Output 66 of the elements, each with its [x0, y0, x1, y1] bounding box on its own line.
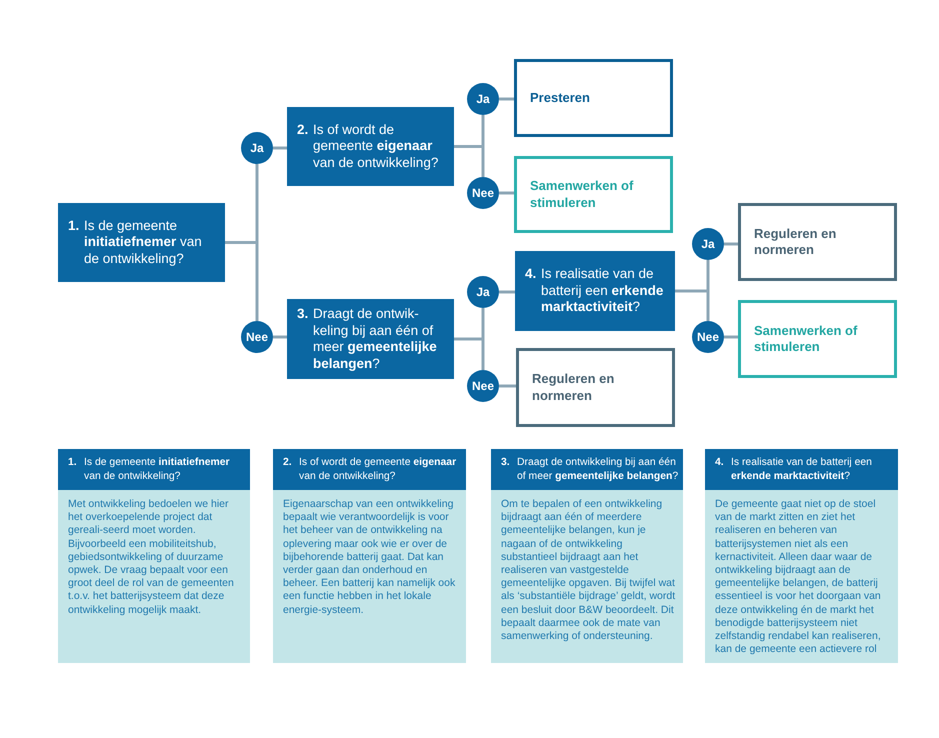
- outcome-text: Presteren: [530, 90, 590, 106]
- connector-line: [499, 192, 514, 194]
- connector-line: [724, 336, 738, 338]
- answer-circle: [467, 177, 499, 209]
- connector-line: [454, 338, 484, 370]
- connector-line: [499, 384, 516, 388]
- answer-circle: [467, 370, 499, 402]
- answer-label: Ja: [250, 141, 264, 155]
- outcome-box: [738, 203, 897, 281]
- answer-label: Ja: [701, 237, 715, 251]
- info-card: [491, 449, 683, 663]
- answer-circle: [467, 276, 499, 308]
- step-number: 2.: [297, 122, 310, 138]
- card-heading: Is de gemeente initiatiefnemer van de ontwikkeling?: [84, 456, 231, 483]
- card-text: Met ontwikkeling bedoelen we hier het overkoepelende project dat gereali-seerd moet worden. Bijvoorbeeld een mobiliteitshub, gebiedsontwikkeling of duurzame opwek. De vraag bepaalt voor een groot deel de rol van de gemeenten t.o.v. het batterijsysteem dat deze ontwikkeling mogelijk maakt.: [67, 497, 235, 618]
- card-text: Eigenaarschap van een ontwikkeling bepaalt wie verantwoordelijk is voor het beheer van de ontwikkeling na oplevering maar ook wie er over de bijbehorende batterij gaat. Dat kan verder gaan dan onderhoud en beheer. Een batterij kan namelijk ook een functie hebben in het lokale energie-systeem.: [282, 497, 456, 618]
- connector-line: [454, 145, 484, 177]
- question-text: Is of wordt de gemeente eigenaar van de ontwikkeling?: [313, 122, 440, 172]
- question-box: [58, 203, 225, 282]
- question-box: [287, 107, 454, 186]
- answer-circle: [692, 321, 724, 353]
- answer-circle: [241, 132, 273, 164]
- answer-label: Ja: [476, 92, 490, 106]
- outcome-text: Samenwerken of stimuleren: [530, 178, 634, 211]
- connector-line: [499, 290, 515, 294]
- question-text: Is realisatie van de batterij een erkende marktactiviteit?: [541, 266, 664, 316]
- step-number: 2.: [283, 456, 293, 470]
- outcome-text: Reguleren en normeren: [754, 226, 838, 258]
- step-number: 4.: [525, 266, 538, 283]
- card-heading: Draagt de ontwikkeling bij aan één of meer gemeentelijke belangen?: [517, 456, 680, 483]
- question-box: [515, 251, 675, 331]
- outcome-box: [514, 156, 673, 233]
- outcome-text: Reguleren en normeren: [532, 371, 616, 404]
- connector-line: [499, 98, 514, 100]
- card-text: Om te bepalen of een ontwikkeling bijdraagt aan één of meerdere gemeentelijke belangen, kun je nagaan of de ontwikkeling substantieel bijdraagt aan het realiseren van vastgestelde gemeentelijke opgaven. Bij twijfel wat als ‘substantiële bijdrage’ geldt, wordt een besluit door B&W beoordeelt. Dit bepaalt daarmee ook de mate van samenwerking of ondersteuning.: [500, 497, 676, 644]
- info-card: [273, 449, 466, 663]
- answer-label: Nee: [696, 330, 719, 344]
- connector-line: [225, 241, 258, 321]
- answer-circle: [692, 228, 724, 260]
- connector-line: [273, 146, 287, 150]
- answer-label: Nee: [246, 330, 268, 344]
- connector-line: [675, 290, 710, 321]
- card-heading: Is realisatie van de batterij een erkende marktactiviteit?: [731, 456, 873, 483]
- question-box: [287, 299, 454, 379]
- info-card: [705, 449, 898, 663]
- answer-label: Nee: [472, 186, 494, 200]
- connector-line: [273, 336, 287, 338]
- step-number: 1.: [68, 218, 80, 234]
- info-card: [58, 449, 250, 663]
- answer-circle: [467, 83, 499, 115]
- answer-label: Nee: [472, 379, 494, 393]
- question-text: Draagt de ontwik-keling bij aan één of meer gemeentelijke belangen?: [313, 306, 438, 372]
- card-text: De gemeente gaat niet op de stoel van de markt zitten en ziet het realiseren en beheren van batterijsystemen niet als een kernactiviteit. Alleen daar waar de ontwikkeling bijdraagt aan de gemeentelijke belangen, de batterij essentieel is voor het doorgaan van deze ontwikkeling én de markt het benodigde batterijsysteem niet zelfstandig rendabel kan realiseren, kan de gemeente een actievere rol: [714, 497, 882, 658]
- card-heading: Is of wordt de gemeente eigenaar van de ontwikkeling?: [299, 456, 458, 483]
- answer-label: Ja: [476, 285, 490, 299]
- connector-line: [724, 242, 738, 246]
- question-text: Is de gemeente initiatiefnemer van de ontwikkeling?: [84, 218, 203, 268]
- step-number: 3.: [501, 456, 511, 470]
- step-number: 1.: [68, 456, 78, 470]
- answer-circle: [241, 321, 273, 353]
- step-number: 4.: [715, 456, 725, 470]
- outcome-box: [738, 300, 897, 378]
- outcome-box: [516, 348, 675, 427]
- step-number: 3.: [297, 306, 310, 322]
- outcome-text: Samenwerken of stimuleren: [754, 322, 858, 356]
- outcome-box: [514, 59, 673, 137]
